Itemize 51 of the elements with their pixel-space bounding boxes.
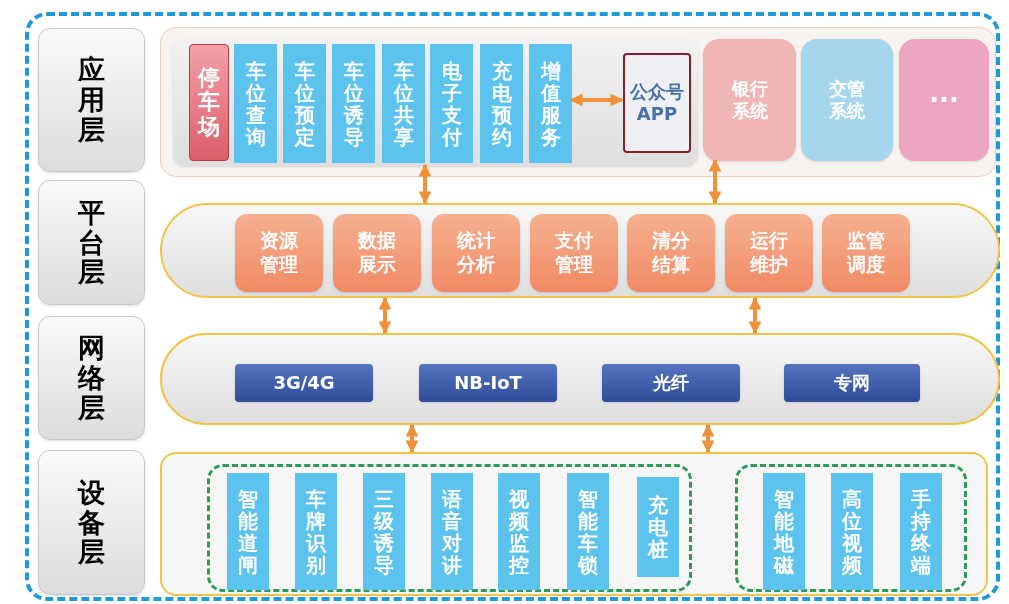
double-arrow <box>748 296 762 335</box>
layer-label: 网络层 <box>38 316 145 440</box>
module-box: 智能地磁 <box>763 473 805 590</box>
device-group <box>207 464 692 592</box>
module-box: 高位视频 <box>831 473 873 590</box>
double-arrow <box>569 93 624 107</box>
function-box: 支付管理 <box>530 214 618 292</box>
function-box: 统计分析 <box>432 214 520 292</box>
module-box: 车牌识别 <box>295 473 337 590</box>
layer-label: 平台层 <box>38 180 145 305</box>
network-box: 专网 <box>784 364 920 402</box>
function-box: 监管调度 <box>822 214 910 292</box>
module-box: 车位查询 <box>234 44 277 163</box>
function-box: 清分结算 <box>627 214 715 292</box>
network-box: 光纤 <box>602 364 740 402</box>
module-box: 车位共享 <box>382 44 425 163</box>
function-box: 资源管理 <box>235 214 323 292</box>
module-box: 公众号APP <box>623 53 691 153</box>
module-box: 车位预定 <box>283 44 326 163</box>
layer-band <box>160 27 996 177</box>
module-box: 充电桩 <box>637 477 679 577</box>
network-box: NB-IoT <box>419 364 557 402</box>
device-group <box>735 464 967 592</box>
double-arrow <box>405 423 419 454</box>
module-box: 电子支付 <box>430 44 473 163</box>
double-arrow <box>418 163 432 205</box>
system-box: 交管系统 <box>801 39 893 161</box>
module-box: 车位诱导 <box>332 44 375 163</box>
module-box: 停车场 <box>189 44 229 161</box>
double-arrow <box>708 158 722 205</box>
system-box: 银行系统 <box>703 39 796 161</box>
layer-label: 应用层 <box>38 28 145 172</box>
double-arrow <box>701 423 715 454</box>
module-box: 语音对讲 <box>431 473 473 590</box>
module-box: 智能道闸 <box>227 473 269 590</box>
module-box: 增值服务 <box>529 44 572 163</box>
network-box: 3G/4G <box>235 364 373 402</box>
layer-band <box>160 333 1000 425</box>
system-box: ··· <box>899 39 989 161</box>
module-box: 充电预约 <box>480 44 523 163</box>
layer-band <box>160 452 988 596</box>
module-box: 手持终端 <box>900 473 942 590</box>
function-box: 数据展示 <box>333 214 421 292</box>
function-box: 运行维护 <box>725 214 813 292</box>
module-box: 视频监控 <box>498 473 540 590</box>
module-box: 智能车锁 <box>567 473 609 590</box>
module-box: 三级诱导 <box>363 473 405 590</box>
module-panel <box>173 39 698 166</box>
layer-label: 设备层 <box>38 450 145 595</box>
double-arrow <box>378 296 392 335</box>
layer-band <box>160 203 1000 298</box>
